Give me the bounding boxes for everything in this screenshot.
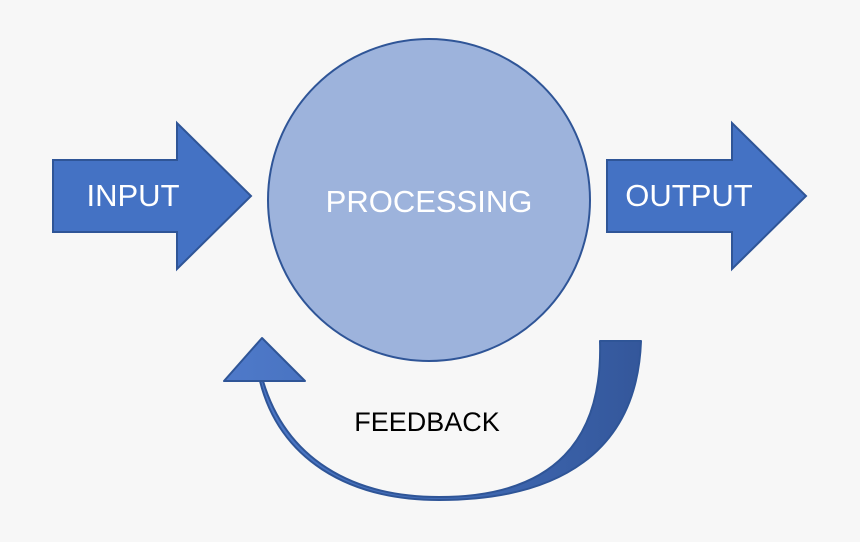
feedback-arrow: FEEDBACK bbox=[223, 337, 642, 501]
input-arrow: INPUT bbox=[52, 120, 253, 272]
processing-circle-group: PROCESSING bbox=[267, 38, 591, 362]
output-arrow: OUTPUT bbox=[606, 120, 808, 272]
processing-circle bbox=[267, 38, 591, 362]
input-label: INPUT bbox=[87, 178, 180, 213]
feedback-label: FEEDBACK bbox=[354, 407, 500, 437]
output-arrow-shape bbox=[606, 120, 808, 272]
feedback-curve-arrow-shape bbox=[223, 337, 642, 501]
output-label: OUTPUT bbox=[625, 178, 753, 213]
processing-label: PROCESSING bbox=[326, 184, 533, 219]
input-arrow-shape bbox=[52, 120, 253, 272]
